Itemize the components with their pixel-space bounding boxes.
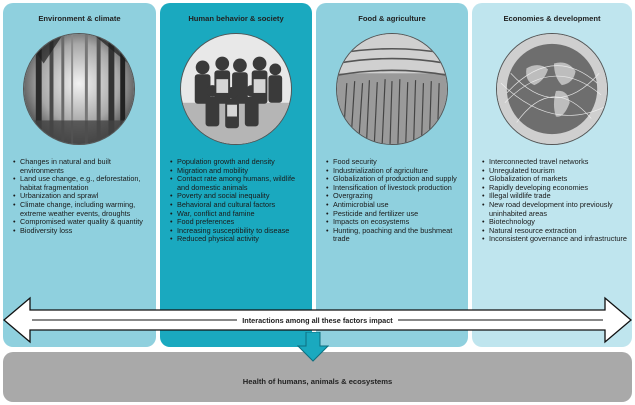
globe-network-photo xyxy=(496,33,608,145)
list-item: Biodiversity loss xyxy=(13,226,152,236)
list-item: Urbanization and sprawl xyxy=(13,192,152,201)
children-group-photo xyxy=(180,33,292,145)
list-item: Migration and mobility xyxy=(170,166,308,176)
interaction-label-text: Interactions among all these factors imp… xyxy=(237,316,398,325)
list-item: Food security xyxy=(326,157,464,167)
list-item: Increasing susceptibility to disease xyxy=(170,226,308,236)
list-item: Contact rate among humans, wildlife and … xyxy=(170,174,308,192)
factor-list: Changes in natural and built environment… xyxy=(13,157,152,236)
list-item: Biotechnology xyxy=(482,218,628,227)
list-item: Impacts on ecosystems xyxy=(326,218,464,227)
column-title: Economies & development xyxy=(503,14,601,23)
crop-field-photo xyxy=(336,33,448,145)
list-item: Poverty and social inequality xyxy=(170,192,308,201)
factor-list: Interconnected travel networks Unregulat… xyxy=(482,157,628,244)
column-title: Environment & climate xyxy=(38,14,121,23)
factor-list: Population growth and density Migration … xyxy=(170,157,308,244)
list-item: Intensification of livestock production xyxy=(326,183,464,193)
list-item: Changes in natural and built environment… xyxy=(13,157,152,175)
list-item: War, conflict and famine xyxy=(170,209,308,219)
list-item: Behavioral and cultural factors xyxy=(170,200,308,210)
list-item: Illegal wildlife trade xyxy=(482,192,628,201)
list-item: Unregulated tourism xyxy=(482,166,628,176)
outcome-bar xyxy=(3,352,632,402)
column-environment-climate: Environment & climate Change xyxy=(3,3,156,347)
list-item: Industrialization of agriculture xyxy=(326,166,464,176)
outcome-label: Health of humans, animals & ecosystems xyxy=(242,377,393,386)
interaction-label: Interactions among all these factors imp… xyxy=(0,316,635,325)
list-item: Overgrazing xyxy=(326,192,464,201)
column-human-behavior-society: Human behavior & society Population xyxy=(160,3,312,347)
column-food-agriculture: Food & agriculture Food security Industr… xyxy=(316,3,468,347)
list-item: Globalization of markets xyxy=(482,175,628,184)
down-arrow-icon xyxy=(297,332,329,362)
list-item: Globalization of production and supply xyxy=(326,175,464,184)
list-item: Inconsistent governance and infrastructu… xyxy=(482,235,628,244)
list-item: New road development into previously uni… xyxy=(482,200,628,218)
list-item: Population growth and density xyxy=(170,157,308,167)
forest-photo xyxy=(23,33,135,145)
list-item: Rapidly developing economies xyxy=(482,183,628,193)
list-item: Climate change, including warming, extre… xyxy=(13,200,152,218)
list-item: Interconnected travel networks xyxy=(482,157,628,167)
list-item: Land use change, e.g., deforestation, ha… xyxy=(13,174,152,192)
list-item: Food preferences xyxy=(170,218,308,227)
list-item: Pesticide and fertilizer use xyxy=(326,209,464,219)
list-item: Hunting, poaching and the bushmeat trade xyxy=(326,226,464,244)
list-item: Compromised water quality & quantity xyxy=(13,218,152,227)
column-title: Food & agriculture xyxy=(358,14,426,23)
column-economies-development: Economies & development Interconnected t… xyxy=(472,3,632,347)
column-title: Human behavior & society xyxy=(188,14,284,23)
list-item: Antimicrobial use xyxy=(326,200,464,210)
list-item: Reduced physical activity xyxy=(170,235,308,244)
factor-list: Food security Industrialization of agric… xyxy=(326,157,464,244)
list-item: Natural resource extraction xyxy=(482,226,628,236)
